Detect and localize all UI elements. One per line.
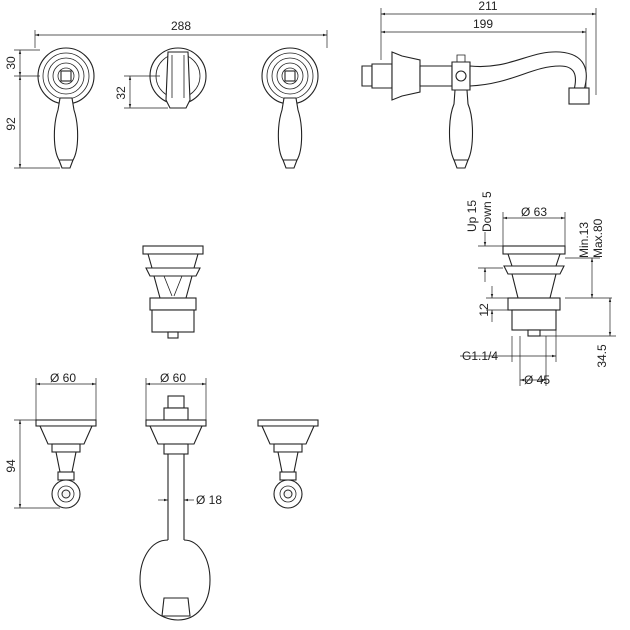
min-height-label: Min.13 <box>577 222 591 258</box>
spout-front <box>149 47 207 109</box>
total-projection-label: 211 <box>478 0 497 13</box>
total-projection-dimension: 211 <box>380 0 597 95</box>
up-travel-label: Up 15 <box>465 200 479 232</box>
spout-diameter-label: Ø 18 <box>196 493 222 507</box>
waste-detail: Ø 63 Up 15 Down 5 Min.13 Max.80 12 G1.1/… <box>460 191 616 387</box>
left-valve-plan: Ø 60 94 <box>4 371 97 509</box>
body-height-label: 12 <box>477 303 491 317</box>
rosette-height-dimension: 30 <box>4 49 40 77</box>
thread-label: G1.1/4 <box>462 349 498 363</box>
right-valve-plan <box>257 419 319 509</box>
left-valve-front <box>37 47 95 169</box>
max-height-label: Max.80 <box>591 218 605 258</box>
bottom-view: Ø 60 94 Ø 60 <box>4 371 319 621</box>
right-valve-front <box>261 47 319 169</box>
overall-width-dimension: 288 <box>34 19 328 48</box>
handle-length-label: 94 <box>4 459 18 473</box>
spout-offset-dimension: 32 <box>114 75 168 109</box>
left-diameter-label: Ø 60 <box>50 371 76 385</box>
spout-projection-label: 199 <box>473 17 493 31</box>
overall-width-label: 288 <box>171 19 191 33</box>
cap-diameter-label: Ø 63 <box>521 205 547 219</box>
center-diameter-label: Ø 60 <box>160 371 186 385</box>
spout-offset-label: 32 <box>114 86 128 100</box>
side-view: 211 199 <box>361 0 597 169</box>
handle-height-dimension: 92 <box>4 76 60 169</box>
down-travel-label: Down 5 <box>480 191 494 232</box>
front-view: 288 <box>4 19 328 169</box>
handle-height-label: 92 <box>4 117 18 131</box>
rosette-height-label: 30 <box>4 56 18 70</box>
base-diameter-label: Ø 45 <box>524 373 550 387</box>
spout-plan: Ø 60 Ø 18 <box>139 371 222 621</box>
waste-front <box>142 245 204 339</box>
total-height-label: 34.5 <box>595 344 609 368</box>
